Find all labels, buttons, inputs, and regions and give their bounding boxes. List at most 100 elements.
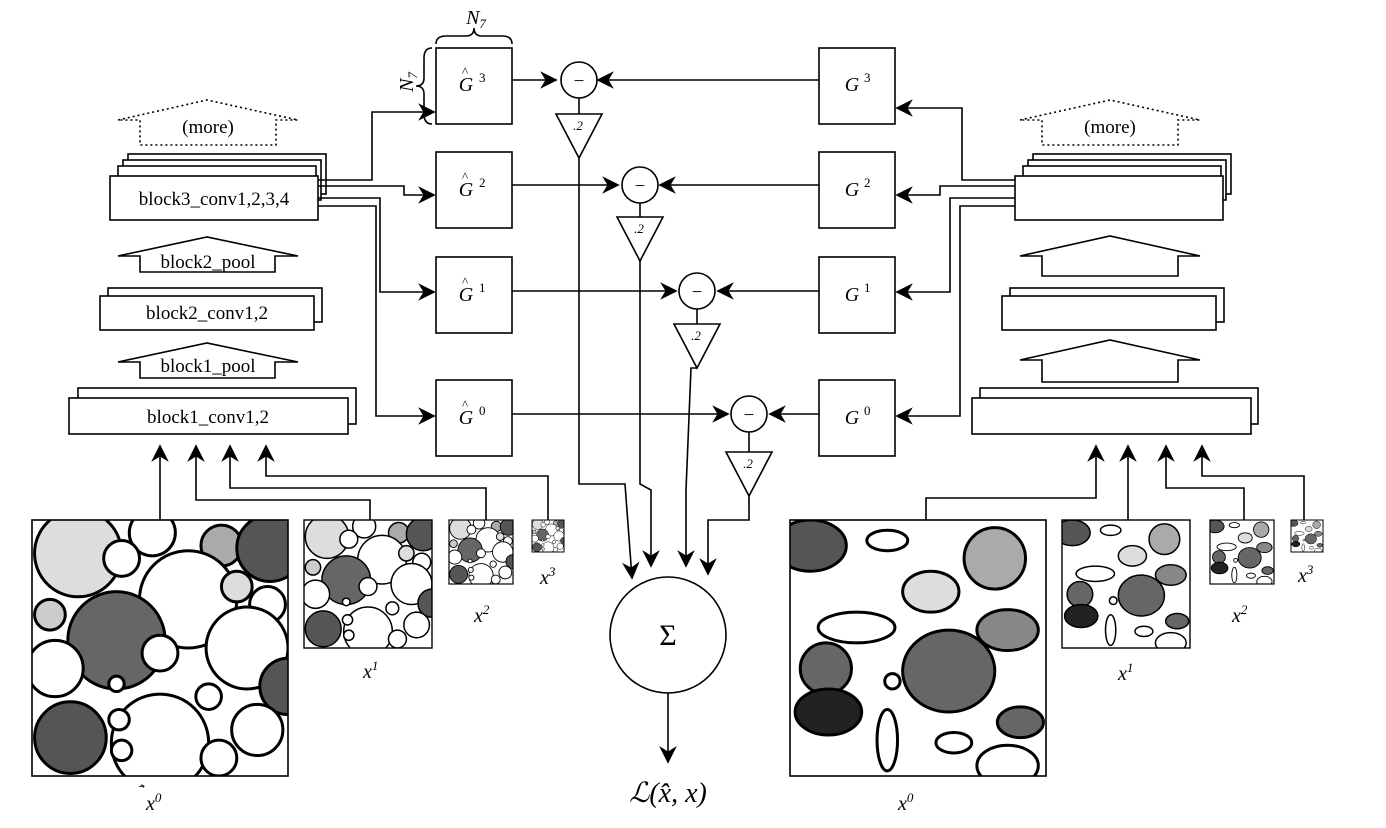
- diff-node-1: − .2: [512, 272, 819, 370]
- texture-disc: [304, 610, 342, 648]
- texture-disc: [417, 588, 432, 619]
- left-block2-stack: block2_conv1,2: [99, 287, 323, 331]
- texture-blob: [1154, 631, 1187, 648]
- svg-text:⃗̂: ⃗̂: [138, 785, 145, 788]
- svg-text:3: 3: [864, 70, 871, 85]
- right-pool1-arrow: [1019, 339, 1201, 383]
- dim-top-label: N7: [465, 7, 486, 31]
- texture-blob: [1099, 524, 1122, 537]
- texture-blob: [790, 520, 848, 573]
- texture-disc: [235, 520, 288, 583]
- svg-text:^: ^: [462, 274, 468, 289]
- texture-blob: [1314, 530, 1323, 537]
- texture-disc: [304, 558, 322, 576]
- svg-text:1: 1: [479, 280, 486, 295]
- texture-disc: [543, 520, 551, 525]
- texture-blob: [1292, 535, 1299, 543]
- left-block1-stack: block1_conv1,2: [68, 387, 357, 435]
- texture-disc: [397, 544, 415, 562]
- generated-image-scale-1: [304, 520, 432, 648]
- svg-text:.2: .2: [743, 456, 753, 471]
- texture-blob: [975, 608, 1040, 653]
- gram-2: G 2: [818, 151, 896, 229]
- texture-disc: [405, 520, 432, 552]
- svg-text:.2: .2: [691, 328, 701, 343]
- texture-disc: [102, 538, 142, 578]
- texture-disc: [468, 574, 475, 581]
- svg-text:2: 2: [479, 175, 486, 190]
- block2-conv-label: block2_conv1,2: [146, 303, 268, 324]
- generated-image-scale-0: [32, 520, 288, 776]
- texture-blob: [1312, 520, 1321, 529]
- target-image-scale-1: [1062, 520, 1190, 648]
- texture-disc: [552, 540, 556, 544]
- target-image-scale-3: [1291, 520, 1323, 552]
- right-more-label: (more): [1084, 117, 1136, 138]
- texture-blob: [793, 687, 864, 737]
- right-image-labels: x0 x1 x2 x3: [897, 562, 1314, 815]
- svg-text:.2: .2: [573, 118, 583, 133]
- texture-disc: [403, 611, 431, 639]
- texture-blob: [1300, 521, 1306, 525]
- right-block2-stack: [1001, 287, 1225, 331]
- svg-text:^: ^: [462, 64, 468, 79]
- texture-disc: [358, 576, 378, 597]
- texture-blob: [1291, 520, 1299, 527]
- texture-blob: [901, 569, 961, 614]
- texture-disc: [498, 565, 513, 580]
- right-pool2-arrow: [1019, 235, 1201, 277]
- svg-text:G: G: [845, 179, 860, 201]
- right-block3-stack: [1014, 153, 1232, 221]
- x-1-label: x1: [1117, 660, 1133, 685]
- diff-node-3: − .2: [512, 61, 819, 160]
- texture-blob: [1314, 547, 1323, 552]
- svg-text:G: G: [459, 74, 474, 96]
- texture-disc: [33, 597, 67, 632]
- texture-disc: [541, 539, 544, 542]
- texture-blob: [1062, 520, 1091, 547]
- texture-disc: [342, 629, 355, 642]
- texture-disc: [532, 529, 537, 535]
- svg-text:1: 1: [864, 280, 871, 295]
- texture-disc: [467, 566, 474, 573]
- right-input-arrows: [925, 444, 1305, 520]
- texture-blob: [1212, 550, 1226, 564]
- dim-side-label: N7: [396, 72, 420, 93]
- texture-blob: [1246, 572, 1256, 579]
- block1-pool-label: block1_pool: [161, 356, 256, 377]
- texture-blob: [995, 705, 1045, 740]
- texture-blob: [1291, 540, 1301, 548]
- texture-disc: [449, 564, 469, 584]
- texture-disc: [341, 613, 354, 626]
- left-input-arrows: [151, 444, 549, 520]
- loss-label: ℒ(x̂, x): [629, 778, 707, 809]
- gram-hat-1: G 1 ^: [435, 256, 513, 334]
- right-block1-stack: [971, 387, 1259, 435]
- svg-text:^: ^: [462, 397, 468, 412]
- texture-blob: [1308, 546, 1314, 550]
- texture-blob: [1231, 566, 1238, 584]
- svg-text:2: 2: [864, 175, 871, 190]
- texture-disc: [387, 629, 408, 648]
- left-feature-connections: [318, 103, 436, 425]
- texture-blob: [1256, 575, 1273, 584]
- texture-blob: [1256, 541, 1273, 554]
- texture-disc: [109, 738, 134, 763]
- texture-blob: [1210, 561, 1229, 575]
- gram-3: G 3: [818, 47, 896, 125]
- texture-blob: [1148, 523, 1181, 556]
- gram-1: G 1: [818, 256, 896, 334]
- texture-blob: [1261, 566, 1274, 575]
- texture-disc: [107, 674, 126, 694]
- svg-text:.2: .2: [634, 221, 644, 236]
- svg-text:G: G: [845, 284, 860, 306]
- texture-disc: [449, 539, 458, 548]
- right-more-arrow: (more): [1019, 99, 1201, 146]
- texture-blob: [1233, 557, 1238, 563]
- block2-pool-arrow: block2_pool: [117, 236, 299, 273]
- texture-disc: [341, 597, 351, 607]
- texture-disc: [304, 579, 331, 610]
- texture-disc: [552, 547, 558, 552]
